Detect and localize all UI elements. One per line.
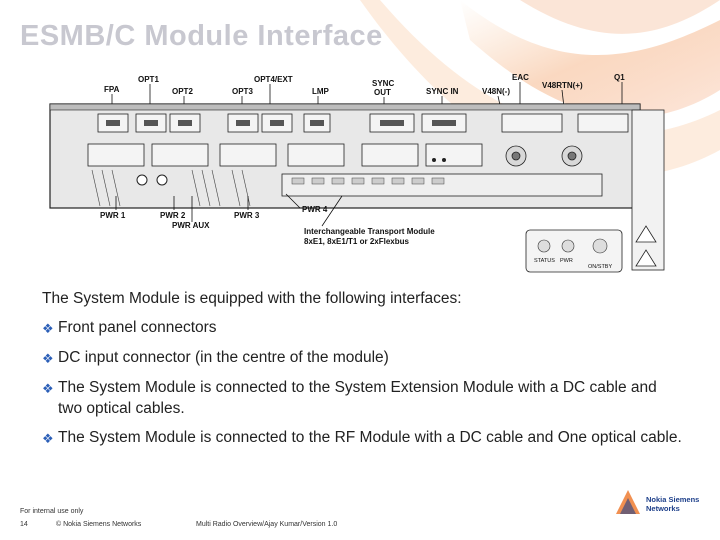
bullet-item: ❖ DC input connector (in the centre of t… xyxy=(42,347,682,369)
label-pwr1: PWR 1 xyxy=(100,211,126,220)
label-v48rtn: V48RTN(+) xyxy=(542,81,583,90)
label-opt4-ext: OPT4/EXT xyxy=(254,75,293,84)
company-logo: Nokia Siemens Networks xyxy=(614,488,704,518)
slide-body: The System Module is equipped with the f… xyxy=(42,288,682,457)
intro-text: The System Module is equipped with the f… xyxy=(42,290,462,307)
label-sync-in: SYNC IN xyxy=(426,87,459,96)
footer-doc-title: Multi Radio Overview/Ajay Kumar/Version … xyxy=(196,521,338,528)
footer-classification: For internal use only xyxy=(20,508,84,515)
label-opt3: OPT3 xyxy=(232,87,253,96)
label-transport-1: Interchangeable Transport Module xyxy=(304,227,435,236)
indicator-onstby-label: ON/STBY xyxy=(588,264,612,270)
indicator-status-label: STATUS xyxy=(534,258,555,264)
label-q1: Q1 xyxy=(614,73,625,82)
module-interface-diagram: FPA OPT1 OPT2 OPT3 OPT4/EXT LMP SYNC OUT… xyxy=(49,73,665,273)
indicator-pwr-label: PWR xyxy=(560,258,573,264)
label-v48n: V48N(-) xyxy=(482,87,510,96)
label-opt2: OPT2 xyxy=(172,87,193,96)
label-sync-out-1: SYNC xyxy=(372,79,394,88)
label-pwr3: PWR 3 xyxy=(234,211,260,220)
diamond-bullet-icon: ❖ xyxy=(42,431,54,446)
footer-page-number: 14 xyxy=(20,521,28,528)
label-eac: EAC xyxy=(512,73,529,82)
logo-mark-icon xyxy=(616,490,640,514)
footer-copyright: © Nokia Siemens Networks xyxy=(56,521,142,528)
diamond-bullet-icon: ❖ xyxy=(42,321,54,336)
label-lmp: LMP xyxy=(312,87,330,96)
label-fpa: FPA xyxy=(104,85,120,94)
label-pwr4: PWR 4 xyxy=(302,205,328,214)
bullet-text: The System Module is connected to the RF… xyxy=(58,429,682,446)
label-opt1: OPT1 xyxy=(138,75,159,84)
label-transport-2: 8xE1, 8xE1/T1 or 2xFlexbus xyxy=(304,237,409,246)
label-pwr-aux: PWR AUX xyxy=(172,221,210,230)
bullet-text: Front panel connectors xyxy=(58,319,217,336)
logo-text-line2: Networks xyxy=(646,504,680,513)
label-sync-out-2: OUT xyxy=(374,88,391,97)
diamond-bullet-icon: ❖ xyxy=(42,351,54,366)
diamond-bullet-icon: ❖ xyxy=(42,381,54,396)
label-pwr2: PWR 2 xyxy=(160,211,186,220)
bullet-item: ❖ The System Module is connected to the … xyxy=(42,427,682,449)
bullet-item: ❖ Front panel connectors xyxy=(42,317,682,339)
slide-title: ESMB/C Module Interface xyxy=(20,20,383,52)
logo-text-line1: Nokia Siemens xyxy=(646,495,700,504)
bullet-text: The System Module is connected to the Sy… xyxy=(58,379,657,417)
bullet-item: ❖ The System Module is connected to the … xyxy=(42,377,682,419)
bullet-text: DC input connector (in the centre of the… xyxy=(58,349,389,366)
